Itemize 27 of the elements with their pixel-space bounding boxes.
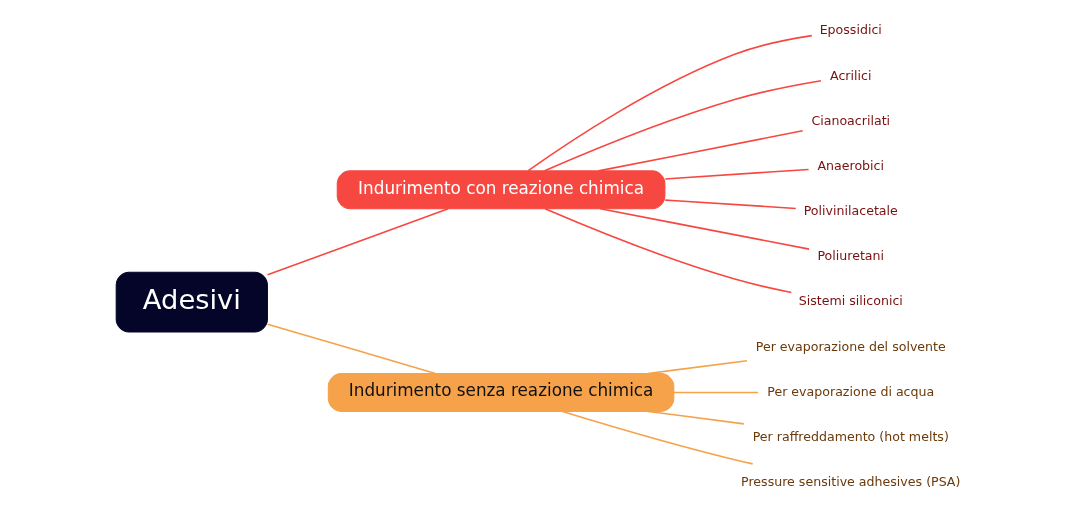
node-text: Acrilici: [829, 67, 871, 83]
node-text: Cianoacrilati: [810, 112, 890, 128]
connector: [266, 208, 449, 276]
node-text: Poliuretani: [816, 248, 884, 264]
connector: [597, 130, 803, 172]
node-text: Pressure sensitive adhesives (PSA): [740, 474, 960, 490]
connector: [663, 199, 797, 210]
node-text: Polivinilacetale: [803, 203, 898, 219]
connector: [561, 410, 753, 465]
connector: [543, 79, 822, 172]
connector: [646, 359, 748, 375]
node-text: Epossidici: [819, 22, 882, 38]
node-text: Anaerobici: [816, 157, 884, 173]
node-text: Sistemi siliconici: [798, 293, 903, 309]
node-text: Per evaporazione di acqua: [766, 383, 934, 399]
connector: [646, 410, 745, 425]
connector: [526, 34, 813, 172]
node-box: Indurimento senza reazione chimica: [327, 373, 674, 412]
connector: [672, 391, 759, 394]
connector: [266, 323, 436, 375]
node-box: Adesivi: [115, 271, 268, 333]
node-text: Per evaporazione del solvente: [755, 338, 946, 354]
node-box: Indurimento con reazione chimica: [336, 170, 665, 210]
node-text: Per raffreddamento (hot melts): [752, 428, 949, 444]
connector: [663, 168, 809, 180]
connector: [543, 208, 792, 294]
connector: [599, 208, 810, 250]
